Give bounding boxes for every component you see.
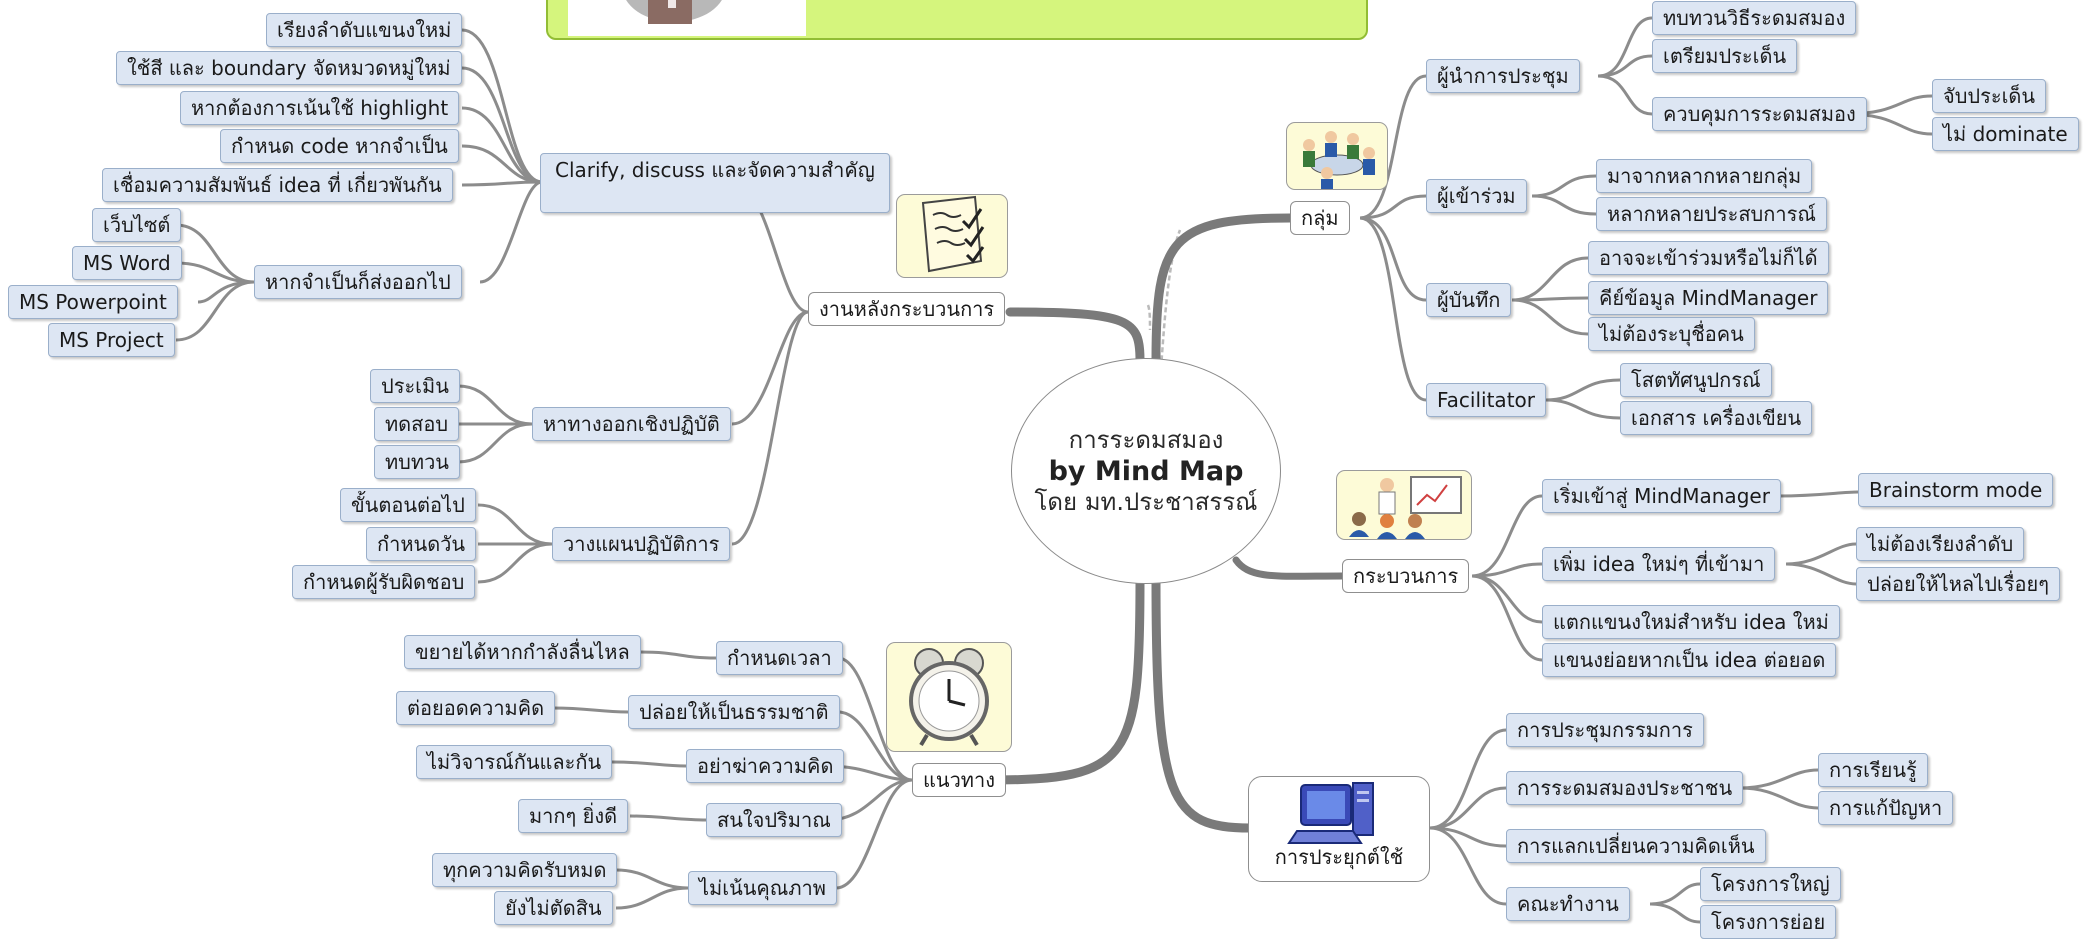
branch-application xyxy=(1151,575,1255,833)
export-item-project[interactable]: MS Project xyxy=(48,323,175,357)
plan-item-2[interactable]: กำหนดวัน xyxy=(366,527,477,561)
recorder-item-2[interactable]: คีย์ข้อมูล MindManager xyxy=(1588,281,1829,315)
clarify-item-3[interactable]: หากต้องการเน้นใช้ highlight xyxy=(180,91,460,125)
alarm-clock-icon xyxy=(909,648,989,747)
recorder-item-3[interactable]: ไม่ต้องระบุชื่อคน xyxy=(1588,317,1755,351)
topic-practical[interactable]: หาทางออกเชิงปฏิบัติ xyxy=(532,407,731,441)
checklist-paper-icon xyxy=(921,195,985,273)
application-committee[interactable]: การประชุมกรรมการ xyxy=(1506,713,1704,747)
meeting-people-icon xyxy=(1303,131,1375,189)
clarify-item-4[interactable]: กำหนด code หากจำเป็น xyxy=(220,129,459,163)
application-label: การประยุกต์ใช้ xyxy=(1274,845,1404,869)
group-participants[interactable]: ผู้เข้าร่วม xyxy=(1426,179,1527,213)
export-item-website[interactable]: เว็บไซต์ xyxy=(92,208,182,242)
facilitator-item-1[interactable]: โสตทัศนูปกรณ์ xyxy=(1620,363,1772,397)
main-branches xyxy=(985,213,1346,833)
leader-item-3[interactable]: ควบคุมการระดมสมอง xyxy=(1652,97,1867,131)
group-recorder[interactable]: ผู้บันทึก xyxy=(1426,283,1512,317)
central-title-line2: by Mind Map xyxy=(1048,455,1244,487)
central-topic[interactable]: การระดมสมอง by Mind Map โดย มท.ประชาสรรณ… xyxy=(1011,358,1281,584)
central-title-line1: การระดมสมอง xyxy=(1068,425,1224,454)
topic-plan[interactable]: วางแผนปฏิบัติการ xyxy=(552,527,731,561)
clarify-item-1[interactable]: เรียงลำดับแขนงใหม่ xyxy=(266,13,463,47)
application-public[interactable]: การระดมสมองประชาชน xyxy=(1506,771,1744,805)
guideline-no-kill-child[interactable]: ไม่วิจารณ์กันและกัน xyxy=(416,745,613,779)
application-public-child-2[interactable]: การแก้ปัญหา xyxy=(1818,791,1954,825)
process-new-branch[interactable]: แตกแขนงใหม่สำหรับ idea ใหม่ xyxy=(1542,605,1840,639)
guideline-quantity-child[interactable]: มากๆ ยิ่งดี xyxy=(518,799,629,833)
topic-application[interactable]: การประยุกต์ใช้ xyxy=(1248,776,1430,882)
group-facilitator[interactable]: Facilitator xyxy=(1426,383,1546,417)
guideline-no-kill[interactable]: อย่าฆ่าความคิด xyxy=(686,749,845,783)
practical-item-1[interactable]: ประเมิน xyxy=(370,369,460,403)
clarify-item-5[interactable]: เชื่อมความสัมพันธ์ idea ที่ เกี่ยวพันกัน xyxy=(102,168,453,202)
process-enter-child[interactable]: Brainstorm mode xyxy=(1858,473,2054,507)
guideline-quality[interactable]: ไม่เน้นคุณภาพ xyxy=(688,871,837,905)
group-leader[interactable]: ผู้นำการประชุม xyxy=(1426,59,1580,93)
topic-export[interactable]: หากจำเป็นก็ส่งออกไป xyxy=(254,265,462,299)
practical-item-3[interactable]: ทบทวน xyxy=(374,445,460,479)
clock-callout xyxy=(886,642,1012,752)
application-working-child-1[interactable]: โครงการใหญ่ xyxy=(1700,867,1841,901)
clarify-item-2[interactable]: ใช้สี และ boundary จัดหมวดหมู่ใหม่ xyxy=(116,51,462,85)
central-title-line3: โดย มท.ประชาสรรณ์ xyxy=(1034,487,1258,516)
control-item-2[interactable]: ไม่ dominate xyxy=(1932,117,2079,151)
guideline-natural[interactable]: ปล่อยให้เป็นธรรมชาติ xyxy=(628,695,840,729)
branch-guidelines xyxy=(985,575,1145,785)
banner-photo xyxy=(568,0,806,36)
leader-item-1[interactable]: ทบทวนวิธีระดมสมอง xyxy=(1652,1,1857,35)
application-working-group[interactable]: คณะทำงาน xyxy=(1506,887,1630,921)
leader-item-2[interactable]: เตรียมประเด็น xyxy=(1652,39,1798,73)
topic-group[interactable]: กลุ่ม xyxy=(1290,201,1350,235)
export-item-powerpoint[interactable]: MS Powerpoint xyxy=(8,285,178,319)
branch-group xyxy=(1151,213,1295,365)
facilitator-item-2[interactable]: เอกสาร เครื่องเขียน xyxy=(1620,401,1813,435)
presentation-icon xyxy=(1349,476,1462,539)
guideline-quality-child-1[interactable]: ทุกความคิดรับหมด xyxy=(432,853,618,887)
computer-icon xyxy=(1287,782,1374,844)
application-public-child-1[interactable]: การเรียนรู้ xyxy=(1818,753,1928,787)
guideline-quantity[interactable]: สนใจปริมาณ xyxy=(706,803,842,837)
application-exchange[interactable]: การแลกเปลี่ยนความคิดเห็น xyxy=(1506,829,1766,863)
topic-after-process[interactable]: งานหลังกระบวนการ xyxy=(808,292,1006,326)
guideline-time[interactable]: กำหนดเวลา xyxy=(716,641,843,675)
topic-clarify[interactable]: Clarify, discuss และจัดความสำคัญ xyxy=(540,153,890,213)
topic-guidelines[interactable]: แนวทาง xyxy=(912,763,1006,797)
practical-item-2[interactable]: ทดสอบ xyxy=(374,407,460,441)
person-photo-icon xyxy=(626,0,722,24)
participants-item-1[interactable]: มาจากหลากหลายกลุ่ม xyxy=(1596,159,1813,193)
control-item-1[interactable]: จับประเด็น xyxy=(1932,79,2047,113)
checklist-callout xyxy=(896,194,1008,278)
sub-branches xyxy=(175,16,1933,924)
process-add-child-1[interactable]: ไม่ต้องเรียงลำดับ xyxy=(1856,527,2025,561)
guideline-time-child[interactable]: ขยายได้หากกำลังลื่นไหล xyxy=(404,635,641,669)
plan-item-1[interactable]: ขั้นตอนต่อไป xyxy=(340,488,476,522)
presenter-callout xyxy=(1336,470,1472,540)
recorder-item-1[interactable]: อาจจะเข้าร่วมหรือไม่ก็ได้ xyxy=(1588,241,1829,275)
plan-item-3[interactable]: กำหนดผู้รับผิดชอบ xyxy=(292,565,476,599)
process-enter[interactable]: เริ่มเข้าสู่ MindManager xyxy=(1542,479,1781,513)
meeting-callout xyxy=(1286,122,1388,190)
process-add[interactable]: เพิ่ม idea ใหม่ๆ ที่เข้ามา xyxy=(1542,547,1776,581)
export-item-word[interactable]: MS Word xyxy=(72,246,182,280)
application-working-child-2[interactable]: โครงการย่อย xyxy=(1700,905,1837,939)
guideline-natural-child[interactable]: ต่อยอดความคิด xyxy=(396,691,556,725)
guideline-quality-child-2[interactable]: ยังไม่ตัดสิน xyxy=(494,891,613,925)
participants-item-2[interactable]: หลากหลายประสบการณ์ xyxy=(1596,197,1827,231)
branch-process xyxy=(1232,556,1346,580)
topic-process[interactable]: กระบวนการ xyxy=(1342,559,1470,593)
process-sub-branch[interactable]: แขนงย่อยหากเป็น idea ต่อยอด xyxy=(1542,643,1837,677)
branch-after-process xyxy=(1005,307,1145,365)
process-add-child-2[interactable]: ปล่อยให้ไหลไปเรื่อยๆ xyxy=(1856,567,2060,601)
